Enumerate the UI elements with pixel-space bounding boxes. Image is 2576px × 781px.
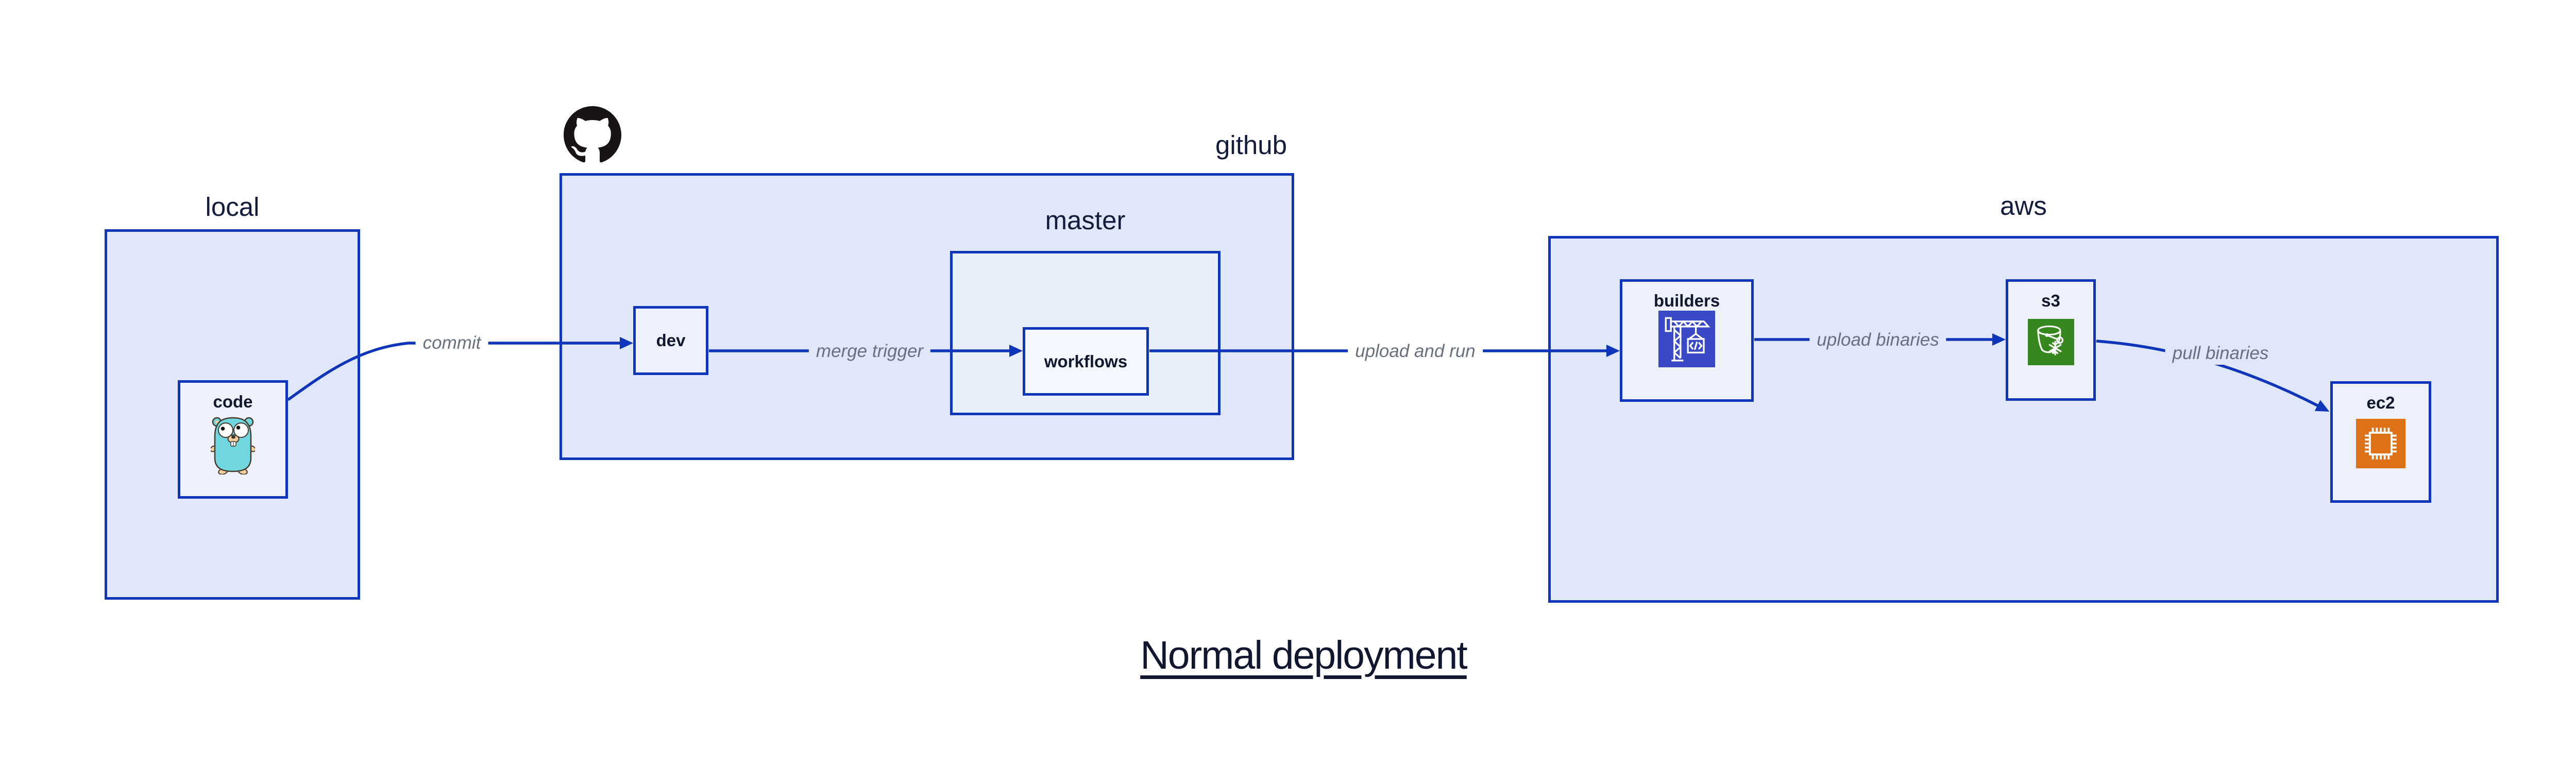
group-label-master: master — [1045, 206, 1126, 235]
aws-codebuild-crane-icon — [1658, 311, 1715, 367]
node-s3: s3 — [2006, 279, 2096, 401]
github-logo-icon — [564, 106, 621, 163]
aws-ec2-chip-icon — [2356, 419, 2405, 468]
edge-label-pull-binaries: pull binaries — [2165, 342, 2276, 365]
node-ec2: ec2 — [2330, 381, 2431, 503]
edge-label-upload-binaries: upload binaries — [1809, 329, 1946, 351]
aws-s3-glacier-bucket-icon — [2027, 319, 2074, 365]
node-builders-label: builders — [1653, 291, 1720, 310]
edge-label-merge-trigger: merge trigger — [808, 340, 931, 363]
group-label-github: github — [1215, 130, 1287, 160]
node-workflows: workflows — [1023, 327, 1149, 396]
node-workflows-label: workflows — [1044, 351, 1128, 371]
edge-label-upload-and-run: upload and run — [1348, 340, 1483, 363]
group-label-aws: aws — [2000, 191, 2047, 220]
node-dev-label: dev — [656, 331, 686, 350]
go-gopher-icon — [211, 417, 255, 474]
node-code-label: code — [213, 392, 253, 411]
node-ec2-label: ec2 — [2366, 393, 2395, 412]
node-s3-label: s3 — [2041, 291, 2060, 310]
node-dev: dev — [633, 306, 708, 375]
node-code: code — [178, 380, 288, 499]
edge-commit-path — [287, 337, 633, 401]
group-label-local: local — [205, 192, 260, 222]
edge-label-commit: commit — [415, 332, 488, 354]
diagram-title: Normal deployment — [1140, 633, 1468, 677]
node-builders: builders — [1620, 279, 1754, 402]
